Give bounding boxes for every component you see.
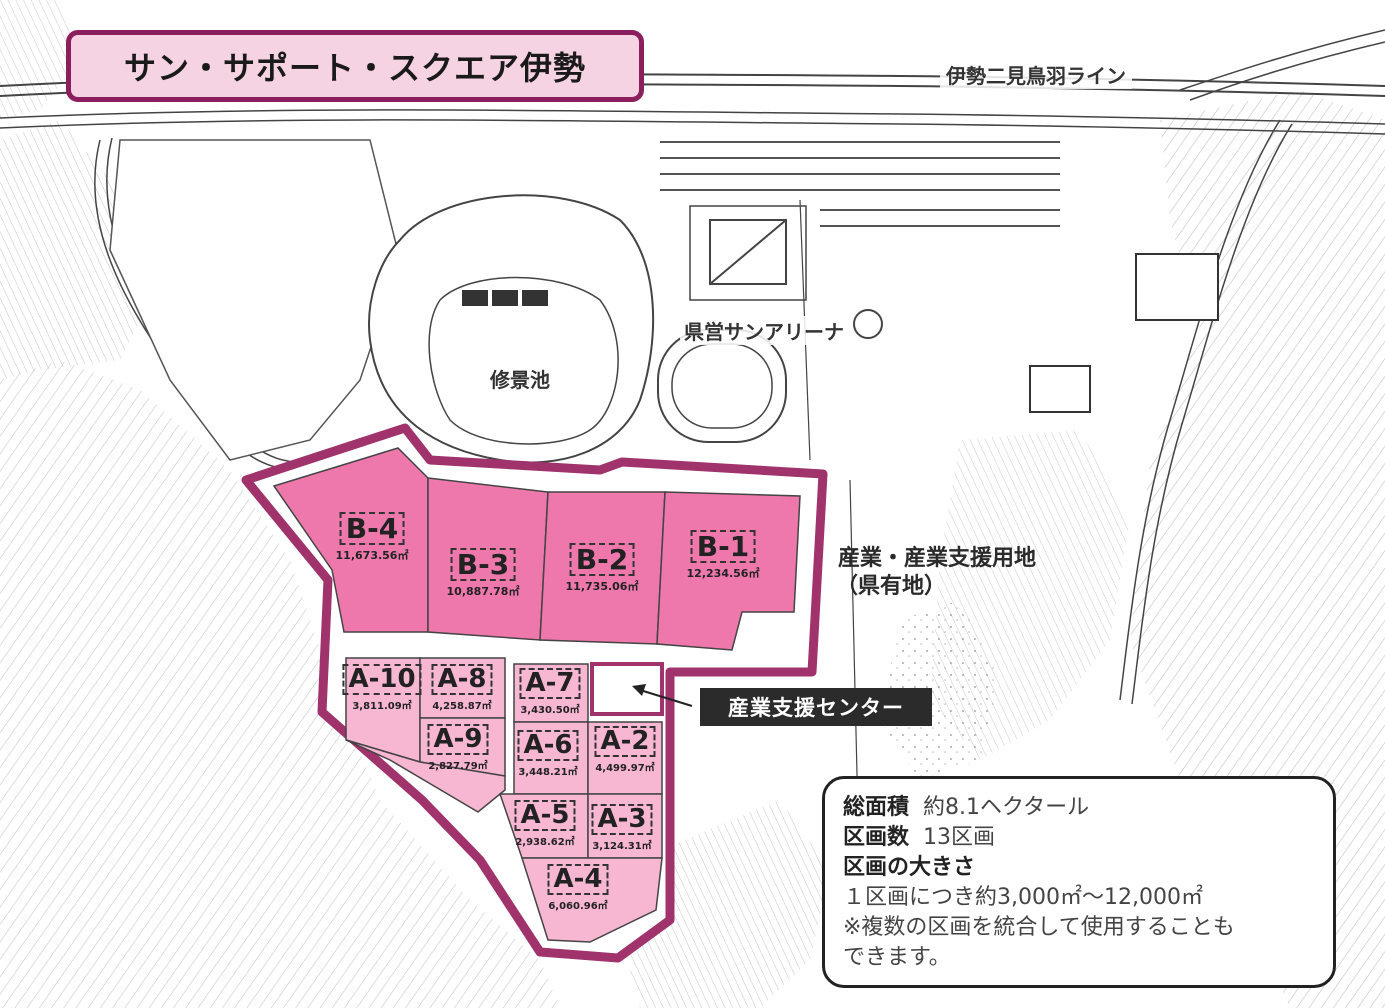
lot-id: A-7 [519,668,581,700]
lot-area: 3,448.21㎡ [518,767,578,779]
lot-a2[interactable]: A-2 4,499.97㎡ [594,726,656,775]
lot-a9[interactable]: A-9 2,827.79㎡ [427,724,489,773]
lot-size-value: １区画につき約3,000㎡〜12,000㎡ [843,885,1203,910]
lot-b3[interactable]: B-3 10,887.78㎡ [446,548,520,599]
lot-area: 11,673.56㎡ [335,549,409,563]
lot-b2[interactable]: B-2 11,735.06㎡ [565,543,639,594]
building [1135,253,1219,321]
lot-count-value: 13区画 [923,825,996,850]
lot-area: 11,735.06㎡ [565,580,639,594]
lot-id: B-3 [450,548,516,582]
lot-id: B-2 [569,543,635,577]
lot-area: 6,060.96㎡ [548,901,608,913]
lot-id: A-5 [514,800,576,832]
pref-land-sub-label: （県有地） [836,574,947,599]
lot-b4[interactable]: B-4 11,673.56㎡ [335,512,409,563]
pref-land-label: 産業・産業支援用地 [838,546,1037,571]
lot-area: 3,430.50㎡ [520,705,580,717]
lot-area: 10,887.78㎡ [446,585,520,599]
lot-id: B-4 [339,512,405,546]
support-center-plot [590,662,664,716]
lot-id: A-3 [591,804,653,836]
lot-a8[interactable]: A-8 4,258.87㎡ [431,664,493,713]
lot-a6[interactable]: A-6 3,448.21㎡ [517,730,579,779]
lot-area: 3,811.09㎡ [352,701,412,713]
note-line-1: ※複数の区画を統合して使用することも [843,915,1235,940]
b-lots [272,447,801,651]
pond-park [368,194,655,464]
lot-count-row: 区画数 13区画 [843,823,1315,853]
lot-size-row: 区画の大きさ [843,853,1315,883]
lot-a7[interactable]: A-7 3,430.50㎡ [519,668,581,717]
roads [0,29,1385,901]
lot-id: A-8 [431,664,493,696]
lot-area: 2,827.79㎡ [428,761,488,773]
lot-area: 4,499.97㎡ [595,763,655,775]
total-area-label: 総面積 [843,795,910,820]
arena-label: 県営サンアリーナ [680,316,848,345]
lot-size-label: 区画の大きさ [843,855,976,880]
pond-label: 修景池 [490,368,550,392]
lot-area: 3,124.31㎡ [592,841,652,853]
lot-a4[interactable]: A-4 6,060.96㎡ [547,864,609,913]
parking-lots [660,141,1060,227]
lot-count-label: 区画数 [843,825,910,850]
lot-id: A-4 [547,864,609,896]
road-label: 伊勢二見鳥羽ライン [940,60,1132,89]
info-box: 総面積約8.1ヘクタール 区画数 13区画 区画の大きさ １区画につき約3,000… [822,776,1336,988]
building [1029,365,1091,413]
lot-id: B-1 [690,530,756,564]
support-center-label: 産業支援センター [700,688,932,726]
lot-area: 2,938.62㎡ [515,837,575,849]
map-title: サン・サポート・スクエア伊勢 [66,30,644,102]
lot-area: 12,234.56㎡ [686,567,760,581]
total-area-row: 総面積約8.1ヘクタール [843,793,1315,823]
lot-id: A-6 [517,730,579,762]
lot-id: A-10 [342,664,422,696]
a-lots [345,657,663,943]
lot-id: A-9 [427,724,489,756]
arrow [632,684,693,707]
total-area-value: 約8.1ヘクタール [923,795,1090,820]
lot-a3[interactable]: A-3 3,124.31㎡ [591,804,653,853]
note-line-2: できます。 [843,945,951,970]
lot-area: 4,258.87㎡ [432,701,492,713]
lot-a10[interactable]: A-10 3,811.09㎡ [342,664,422,713]
open-field [109,139,401,461]
lot-id: A-2 [594,726,656,758]
lot-b1[interactable]: B-1 12,234.56㎡ [686,530,760,581]
lot-a5[interactable]: A-5 2,938.62㎡ [514,800,576,849]
